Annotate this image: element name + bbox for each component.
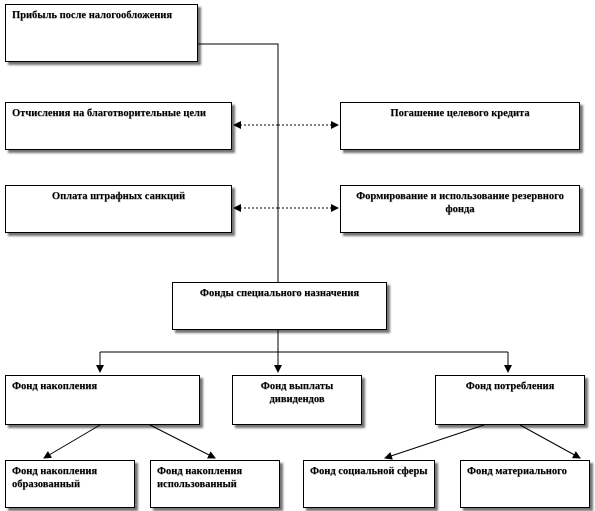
- node-special-funds: Фонды специального назначения: [172, 282, 387, 330]
- node-social-sphere: Фонд социальной сферы: [303, 460, 435, 508]
- node-accumulation-formed: Фонд накопления образованный: [5, 460, 135, 508]
- node-dividends: Фонд выплаты дивидендов: [232, 375, 362, 425]
- link-acc-used: [149, 424, 216, 459]
- node-material: Фонд материального: [460, 460, 590, 508]
- node-loan: Погашение целевого кредита: [340, 102, 580, 150]
- node-fines: Оплата штрафных санкций: [5, 185, 232, 233]
- link-material: [519, 424, 581, 459]
- node-accumulation: Фонд накопления: [5, 375, 200, 425]
- node-accumulation-used: Фонд накопления использованный: [150, 460, 280, 508]
- trunk-line: [198, 43, 279, 282]
- node-reserve: Формирование и использование резервного …: [340, 185, 580, 233]
- link-social: [384, 424, 485, 460]
- node-consumption: Фонд потребления: [435, 375, 585, 425]
- node-charity: Отчисления на благотворительные цели: [5, 102, 232, 150]
- link-acc-formed: [43, 424, 101, 459]
- node-profit: Прибыль после налогообложения: [5, 4, 198, 62]
